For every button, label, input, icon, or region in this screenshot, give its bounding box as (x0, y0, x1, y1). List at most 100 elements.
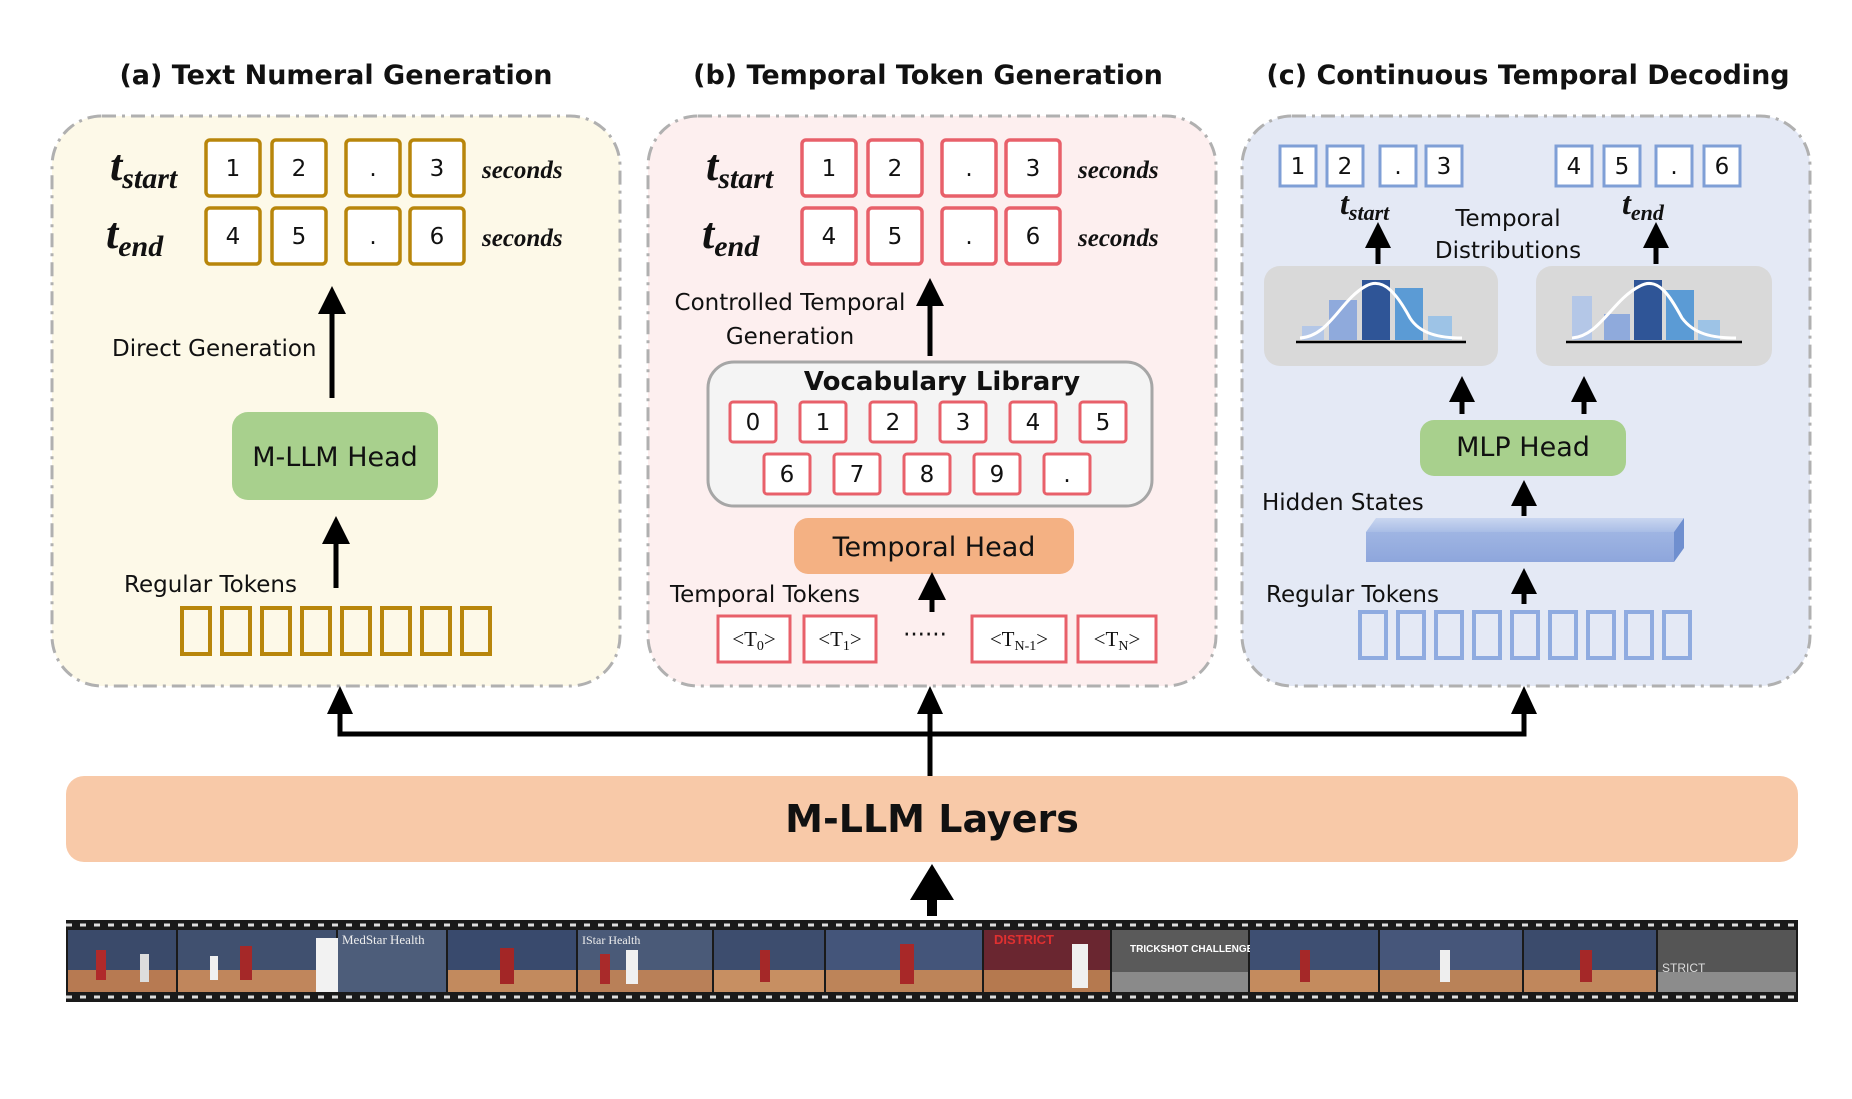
digit-box (1554, 144, 1594, 188)
vocab-token-label: 9 (990, 462, 1005, 488)
digit-box (270, 138, 328, 198)
video-frame (448, 930, 576, 992)
arrow-up-icon (327, 686, 353, 714)
token-box (1624, 610, 1654, 660)
digit-box (408, 206, 466, 266)
frame-caption: DISTRICT (994, 932, 1054, 947)
vocab-row-2: 6 7 8 9 . (762, 452, 1092, 496)
distribution-bar (1634, 280, 1662, 340)
vocab-token (1008, 400, 1058, 444)
start-distribution-chart (1264, 266, 1498, 366)
token-box (180, 606, 212, 656)
hidden-states-front (1366, 532, 1674, 562)
digit: . (965, 156, 972, 182)
arrow-up-icon (1511, 568, 1537, 594)
token-box (1586, 610, 1616, 660)
frame-caption: TRICKSHOT CHALLENGE (1130, 944, 1254, 955)
frame-player (210, 956, 218, 980)
frame-player (240, 946, 252, 980)
temporal-token (1076, 614, 1158, 664)
panel-c-end-digits: 4 5 . 6 (1554, 144, 1742, 188)
vocab-token (938, 400, 988, 444)
t-start-label: tstart (706, 141, 775, 195)
vocab-token-label: 2 (886, 410, 901, 436)
controlled-generation-label: Generation (726, 324, 854, 350)
digit-box (1702, 144, 1742, 188)
digit-box (204, 206, 262, 266)
panel-a-end-digits: 4 5 . 6 (204, 206, 466, 266)
temporal-distributions-label: Temporal (1454, 206, 1560, 232)
vocab-token (902, 452, 952, 496)
arrow-up-icon (918, 572, 946, 600)
vocab-token (1042, 452, 1092, 496)
frame-wall (1380, 930, 1522, 970)
digit: 2 (888, 156, 903, 182)
frame-wall (68, 930, 176, 970)
vocab-token-label: 7 (850, 462, 865, 488)
digit-box (1378, 144, 1418, 188)
frame-wall (178, 930, 336, 970)
mllm-head-label: M-LLM Head (252, 442, 418, 473)
frame-player (760, 950, 770, 982)
temporal-token-row: <T0> <T1> ······ <TN-1> <TN> (716, 614, 1158, 664)
vocab-token-label: 8 (920, 462, 935, 488)
digit: . (369, 156, 376, 182)
frame-caption: IStar Health (582, 933, 640, 947)
temporal-distributions-label: Distributions (1435, 238, 1581, 264)
digit: 4 (822, 224, 837, 250)
hidden-states-top (1366, 518, 1684, 532)
hidden-states-bar (1366, 518, 1684, 562)
digit-box (408, 138, 466, 198)
video-frame: IStar Health (578, 930, 712, 992)
seconds-label: seconds (481, 157, 563, 184)
frame-player (140, 954, 149, 982)
digit: 5 (292, 224, 307, 250)
digit: 1 (226, 156, 241, 182)
frame-player (96, 950, 106, 980)
frame-player (600, 954, 610, 984)
digit-box (1654, 144, 1694, 188)
frame-player (316, 938, 338, 992)
digit-box (800, 206, 858, 266)
digit-box (270, 206, 328, 266)
digit-box (1278, 144, 1318, 188)
t-start-label: tstart (1340, 185, 1390, 225)
digit: 2 (292, 156, 307, 182)
panel-continuous-decoding: (c) Continuous Temporal Decoding 1 2 . 3… (1240, 60, 1812, 688)
panel-a-start-digits: 1 2 . 3 (204, 138, 466, 198)
vocab-token (762, 452, 812, 496)
regular-tokens-label: Regular Tokens (124, 572, 297, 598)
arrow-up-icon (1571, 376, 1597, 402)
digit: . (965, 224, 972, 250)
seconds-label: seconds (481, 225, 563, 252)
digit: 6 (1715, 154, 1730, 180)
frame-floor (1658, 972, 1796, 992)
temporal-tokens-label: Temporal Tokens (669, 582, 860, 608)
video-frame: STRICT (1658, 930, 1796, 992)
frame-player (900, 944, 914, 984)
distribution-bar (1604, 314, 1630, 340)
mllm-layers-box (66, 776, 1798, 862)
digit: 3 (430, 156, 445, 182)
hidden-states-label: Hidden States (1262, 490, 1424, 516)
token-box (1358, 610, 1388, 660)
panel-a-title: (a) Text Numeral Generation (119, 60, 552, 91)
vocab-token-label: 6 (780, 462, 795, 488)
frame-wall (984, 930, 1110, 970)
frame-caption: MedStar Health (342, 932, 425, 947)
arrow-up-icon (1449, 376, 1475, 402)
video-frame (1524, 930, 1656, 992)
video-frame: DISTRICT (984, 930, 1110, 992)
token-box (420, 606, 452, 656)
frame-player (1580, 950, 1592, 982)
panel-b-title: (b) Temporal Token Generation (693, 60, 1163, 91)
vocab-token (798, 400, 848, 444)
direct-generation-label: Direct Generation (112, 336, 316, 362)
frame-caption: STRICT (1662, 961, 1706, 975)
token-box (220, 606, 252, 656)
frame-player (626, 950, 638, 984)
regular-token-row (1358, 610, 1692, 660)
frame-player (500, 948, 514, 984)
token-box (460, 606, 492, 656)
